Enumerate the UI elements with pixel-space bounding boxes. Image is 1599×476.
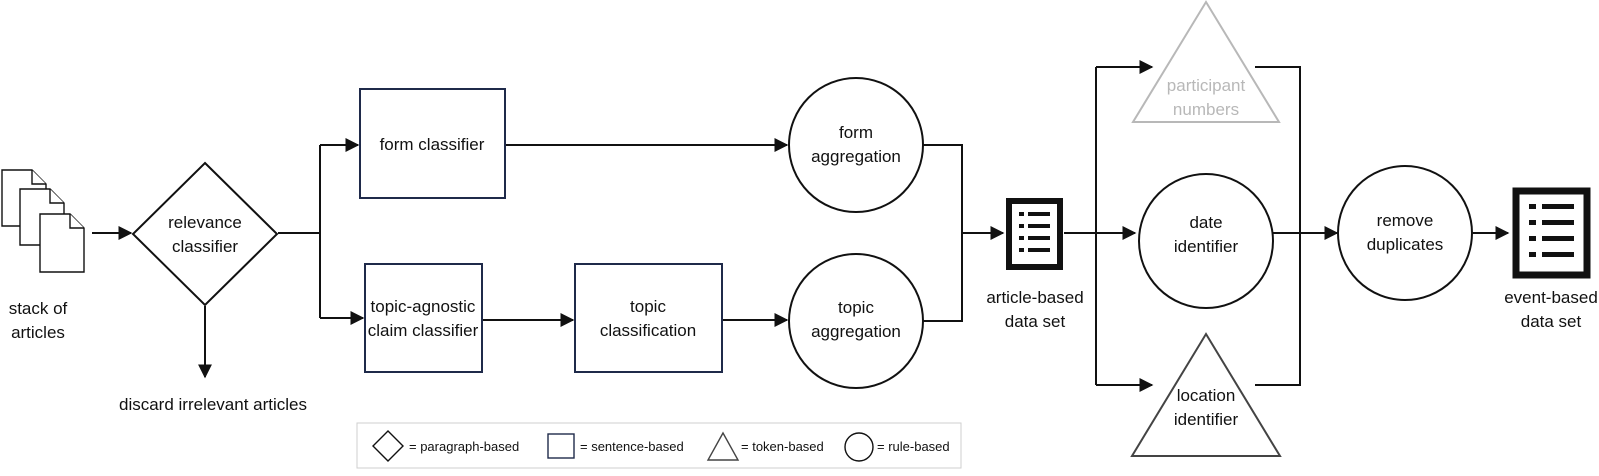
date-identifier: date identifier <box>1138 173 1274 309</box>
document-stack-icon <box>1 169 85 273</box>
diamond-icon <box>372 430 404 462</box>
stack-label-line2: articles <box>11 323 65 342</box>
topic-aggregation-label-line1: topic <box>838 298 874 317</box>
topic-agnostic-classifier: topic-agnostic claim classifier <box>364 263 483 373</box>
legend-item-rule: = rule-based <box>844 432 950 462</box>
legend-paragraph-label: = paragraph-based <box>409 439 519 454</box>
event-data-label-line1: event-based <box>1504 288 1598 307</box>
relevance-label-line2: classifier <box>172 237 238 256</box>
stack-of-articles: stack of articles <box>1 169 85 342</box>
form-aggregation-label-line2: aggregation <box>811 147 901 166</box>
topic-classification: topic classification <box>574 263 723 373</box>
topic-agnostic-box <box>364 263 483 373</box>
line-topic-aggregation-merge <box>922 233 963 322</box>
form-aggregation-circle <box>788 77 924 213</box>
topic-aggregation: topic aggregation <box>788 253 924 389</box>
legend-token-label: = token-based <box>741 439 824 454</box>
event-based-data-set: event-based data set <box>1504 187 1598 331</box>
date-identifier-circle <box>1138 173 1274 309</box>
connectors <box>92 60 1510 392</box>
location-identifier: location identifier <box>1130 332 1282 457</box>
participant-triangle <box>1131 0 1281 123</box>
discard-label: discard irrelevant articles <box>119 395 307 414</box>
stack-label-line1: stack of <box>9 299 68 318</box>
date-label-line2: identifier <box>1174 237 1239 256</box>
date-label-line1: date <box>1189 213 1222 232</box>
event-data-label-line2: data set <box>1521 312 1582 331</box>
article-data-label-line2: data set <box>1005 312 1066 331</box>
square-icon <box>547 433 575 459</box>
topic-aggregation-label-line2: aggregation <box>811 322 901 341</box>
list-document-icon <box>1006 198 1063 270</box>
form-classifier-label: form classifier <box>380 135 485 154</box>
legend-item-sentence: = sentence-based <box>547 433 684 459</box>
remove-duplicates-circle <box>1337 165 1473 301</box>
legend-sentence-label: = sentence-based <box>580 439 684 454</box>
participant-numbers: participant numbers <box>1131 0 1281 123</box>
topic-aggregation-circle <box>788 253 924 389</box>
article-data-label-line1: article-based <box>986 288 1083 307</box>
line-location-merge <box>1255 233 1301 386</box>
topic-classification-label-line1: topic <box>630 297 666 316</box>
remove-label-line2: duplicates <box>1367 235 1444 254</box>
triangle-icon <box>706 431 740 461</box>
topic-classification-box <box>574 263 723 373</box>
legend-item-token: = token-based <box>706 431 824 461</box>
participant-label-line1: participant <box>1167 76 1246 95</box>
form-aggregation-label-line1: form <box>839 123 873 142</box>
legend: = paragraph-based = sentence-based = tok… <box>356 422 962 469</box>
legend-rule-label: = rule-based <box>877 439 950 454</box>
location-triangle <box>1130 332 1282 457</box>
relevance-label-line1: relevance <box>168 213 242 232</box>
relevance-diamond <box>131 161 279 307</box>
relevance-classifier: relevance classifier <box>131 161 279 307</box>
remove-label-line1: remove <box>1377 211 1434 230</box>
line-form-aggregation-merge <box>922 144 963 233</box>
location-label-line2: identifier <box>1174 410 1239 429</box>
line-participant-merge <box>1255 66 1301 233</box>
location-label-line1: location <box>1177 386 1236 405</box>
legend-item-paragraph: = paragraph-based <box>372 430 519 462</box>
form-classifier-box <box>359 88 506 199</box>
article-based-data-set: article-based data set <box>986 198 1084 331</box>
form-aggregation: form aggregation <box>788 77 924 213</box>
participant-label-line2: numbers <box>1173 100 1239 119</box>
topic-agnostic-label-line2: claim classifier <box>368 321 479 340</box>
topic-classification-label-line2: classification <box>600 321 696 340</box>
remove-duplicates: remove duplicates <box>1337 165 1473 301</box>
circle-icon <box>844 432 874 462</box>
topic-agnostic-label-line1: topic-agnostic <box>371 297 476 316</box>
list-document-icon <box>1512 187 1591 279</box>
form-classifier: form classifier <box>359 88 506 199</box>
